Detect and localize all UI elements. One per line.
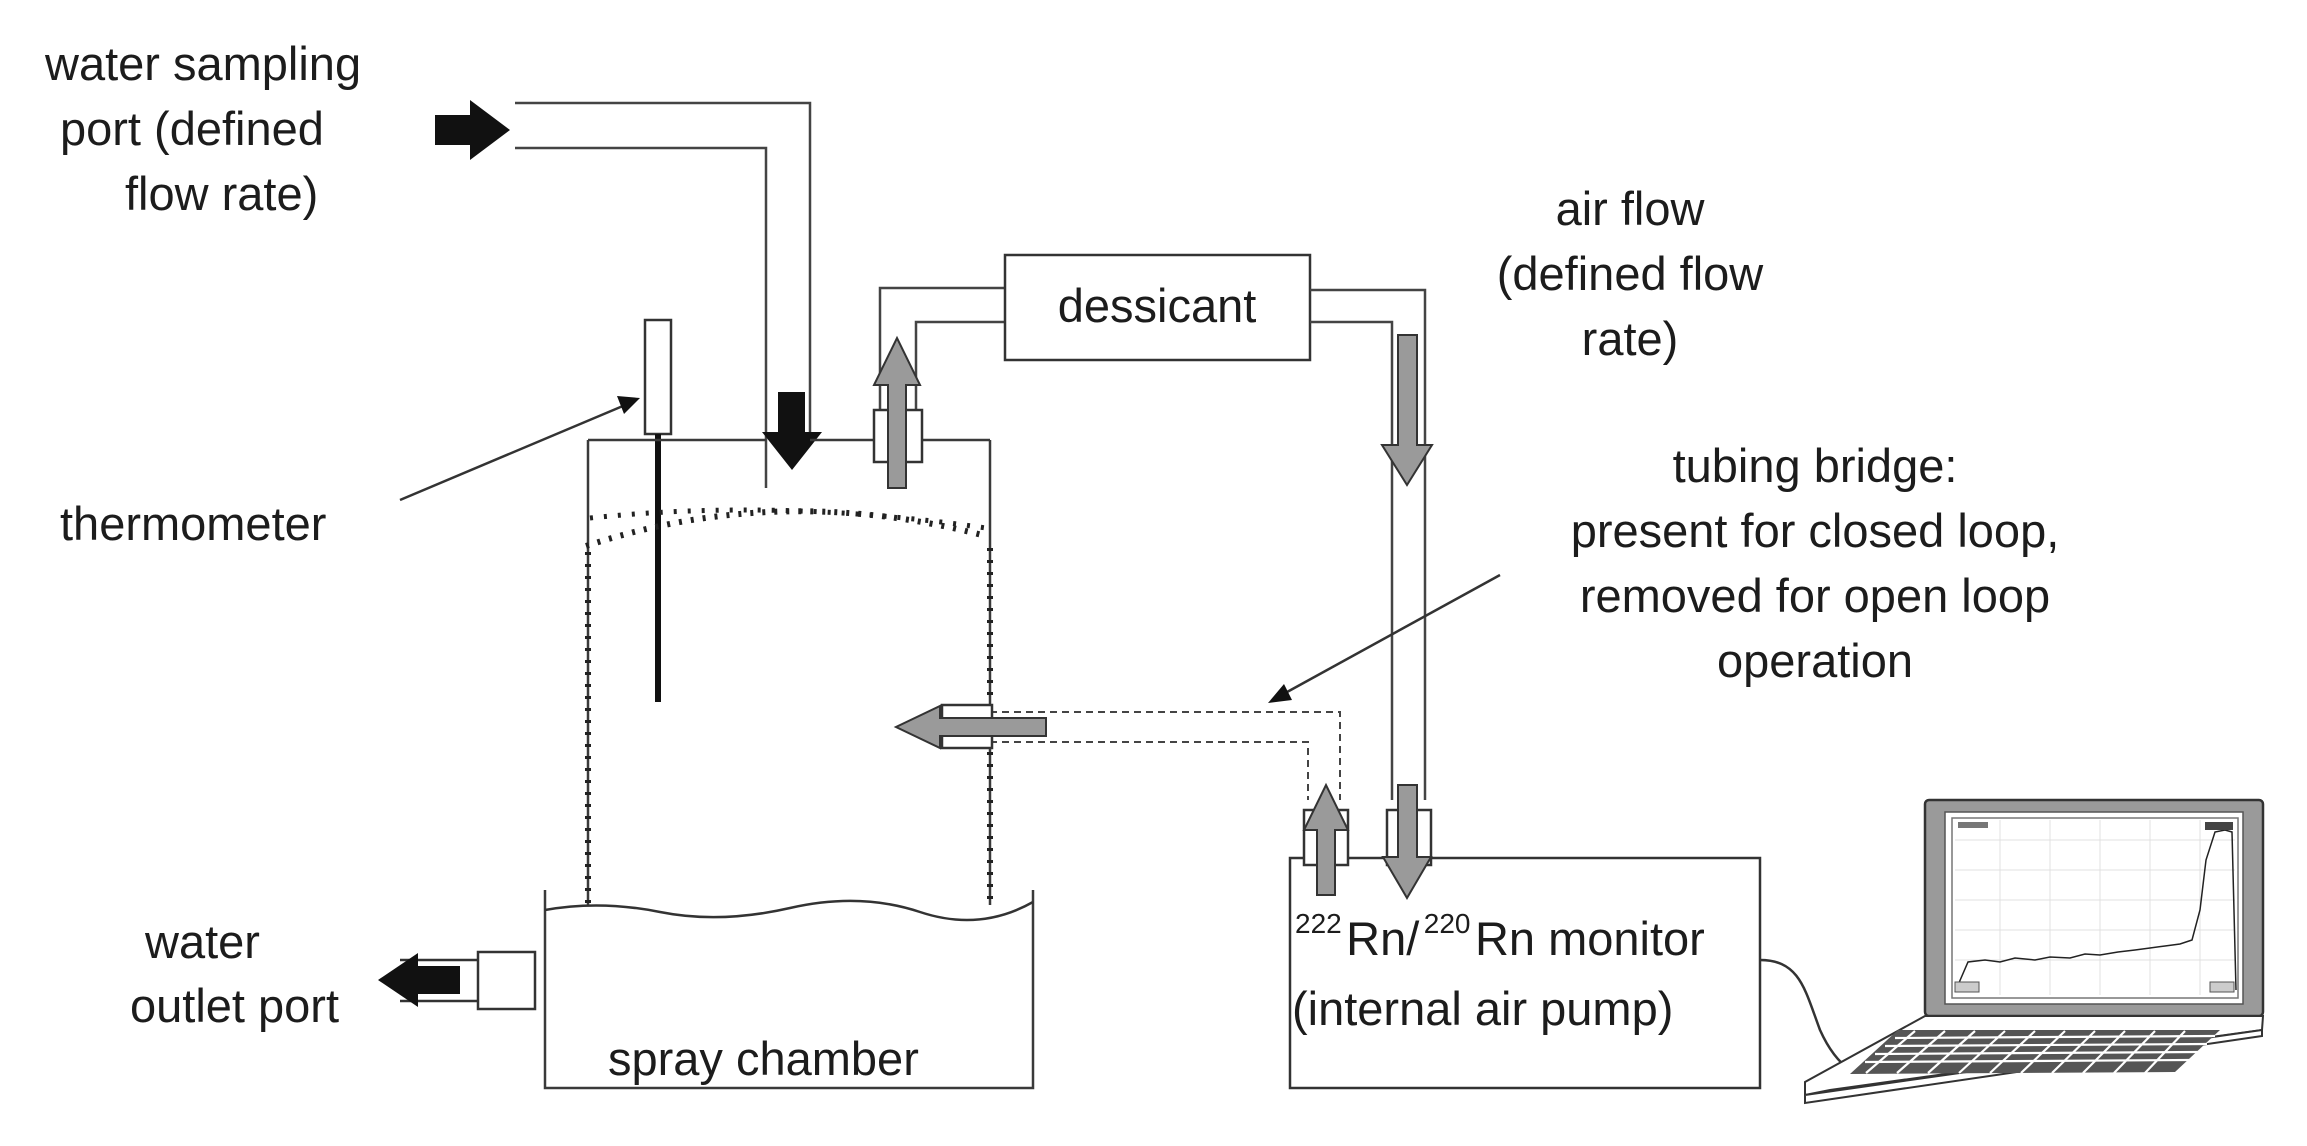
spray-chamber-label: spray chamber (608, 1032, 919, 1085)
water-outlet-line-2: outlet port (130, 979, 339, 1032)
air-flow-label: air flow (defined flow rate) (1497, 182, 1765, 365)
monitor-label-line-1: 222 Rn/ 220 Rn monitor (1295, 908, 1705, 965)
air-flow-line-2: (defined flow (1497, 247, 1765, 300)
air-flow-line-1: air flow (1556, 182, 1706, 235)
air-up-arrow-icon (872, 335, 922, 489)
radon-monitor-box (1288, 856, 1762, 1090)
tubing-bridge-label: tubing bridge: present for closed loop, … (1571, 439, 2060, 687)
thermometer-pointer (399, 396, 640, 502)
tubing-bridge-line-4: operation (1717, 634, 1913, 687)
thermometer-label: thermometer (60, 497, 326, 550)
tubing-bridge (990, 711, 1341, 800)
water-sampling-port-line-3: flow rate) (125, 167, 318, 220)
rn220-symbol: Rn monitor (1475, 912, 1705, 965)
water-sampling-port-line-2: port (defined (60, 102, 324, 155)
thermometer (643, 318, 673, 702)
water-inlet-arrow-icon (435, 100, 510, 160)
water-sampling-port-label: water sampling port (defined flow rate) (44, 37, 361, 220)
tubing-bridge-line-1: tubing bridge: (1673, 439, 1958, 492)
air-flow-line-3: rate) (1582, 312, 1679, 365)
laptop-icon (1804, 798, 2265, 1105)
water-inlet-pipe (515, 101, 812, 488)
monitor-inlet-down-arrow-icon (1381, 784, 1433, 900)
water-outlet-label: water outlet port (130, 915, 339, 1032)
monitor-label: 222 Rn/ 220 Rn monitor (internal air pum… (1292, 908, 1705, 1035)
water-down-arrow-icon (762, 392, 822, 470)
water-sampling-port-line-1: water sampling (44, 37, 361, 90)
water-outlet-arrow-icon (378, 953, 460, 1007)
dessicant-label: dessicant (1058, 279, 1257, 332)
return-air-left-arrow-icon (893, 704, 1047, 750)
dessicant-box: dessicant (1003, 253, 1312, 362)
tubing-bridge-line-3: removed for open loop (1580, 569, 2050, 622)
water-outlet-line-1: water (144, 915, 260, 968)
tubing-bridge-line-2: present for closed loop, (1571, 504, 2060, 557)
rn222-mass-number: 222 (1295, 908, 1342, 939)
water-basin (543, 890, 1035, 1090)
rn222-symbol: Rn/ (1346, 912, 1420, 965)
monitor-outlet-up-arrow-icon (1302, 782, 1350, 896)
air-flow-pipe (1310, 288, 1427, 800)
rn220-mass-number: 220 (1424, 908, 1471, 939)
tubing-bridge-pointer (1268, 573, 1501, 703)
monitor-label-line-2: (internal air pump) (1292, 982, 1673, 1035)
air-down-arrow-icon-upper (1380, 334, 1434, 487)
water-outlet-port (400, 950, 537, 1011)
spray-mist (585, 507, 993, 905)
